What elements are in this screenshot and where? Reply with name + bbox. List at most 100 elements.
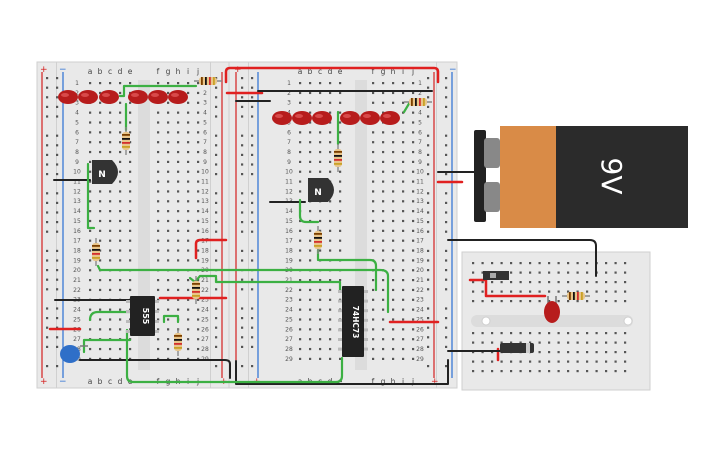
led[interactable] — [78, 90, 98, 104]
led[interactable] — [360, 111, 380, 125]
row-label: 7 — [75, 139, 79, 146]
transistor-2[interactable]: N — [308, 178, 334, 202]
row-label: 26 — [201, 326, 209, 333]
row-label: 16 — [73, 228, 81, 235]
capacitor[interactable] — [60, 345, 88, 363]
wire-green-bottom[interactable] — [125, 328, 344, 384]
col-label-top: a — [88, 67, 93, 76]
row-label: 14 — [416, 208, 424, 215]
row-label: 10 — [416, 169, 424, 176]
led[interactable] — [99, 90, 119, 104]
led[interactable] — [168, 90, 188, 104]
ic-555[interactable]: 555 — [126, 296, 159, 336]
resistor[interactable] — [92, 238, 100, 266]
led-small-board[interactable] — [544, 296, 560, 323]
led[interactable] — [380, 111, 400, 125]
row-label: 26 — [416, 326, 424, 333]
col-label-bottom: j — [411, 377, 414, 386]
resistor[interactable] — [314, 226, 322, 254]
col-label-top: g — [166, 67, 171, 76]
led[interactable] — [128, 90, 148, 104]
row-label: 5 — [203, 119, 207, 126]
left-rail-minus-top: − — [59, 65, 67, 75]
wire-red-left-mid[interactable] — [194, 238, 228, 260]
row-label: 24 — [285, 307, 293, 314]
row-label: 20 — [416, 267, 424, 274]
led[interactable] — [58, 90, 78, 104]
ic-555-label: 555 — [141, 308, 150, 325]
resistor[interactable] — [404, 98, 432, 106]
slide-switch[interactable] — [483, 271, 509, 280]
row-label: 27 — [285, 336, 293, 343]
led[interactable] — [148, 90, 168, 104]
row-label: 8 — [203, 149, 207, 156]
col-label-top: d — [118, 67, 123, 76]
battery-9v[interactable]: 9V — [474, 126, 688, 228]
row-label: 3 — [203, 100, 207, 107]
row-label: 24 — [73, 307, 81, 314]
wire-green-t2[interactable] — [316, 248, 378, 292]
wire-red-small[interactable] — [468, 278, 547, 298]
wire-red-top[interactable] — [224, 66, 440, 84]
row-label: 11 — [285, 179, 293, 186]
wire-green-led-left[interactable] — [118, 84, 198, 98]
led[interactable] — [272, 111, 292, 125]
transistor-1[interactable]: N — [92, 160, 118, 184]
wire-green-555-a[interactable] — [88, 310, 132, 322]
col-label-top: b — [308, 67, 313, 76]
led[interactable] — [292, 111, 312, 125]
row-label: 9 — [418, 159, 422, 166]
row-label: 15 — [416, 218, 424, 225]
ic-74hc73-label: 74HC73 — [351, 306, 360, 339]
resistor[interactable] — [562, 292, 590, 300]
row-label: 29 — [285, 356, 293, 363]
row-label: 2 — [203, 90, 207, 97]
row-label: 12 — [285, 188, 293, 195]
wire-green-555-b[interactable] — [82, 338, 132, 354]
wire-green-long[interactable] — [96, 264, 390, 314]
resistor[interactable] — [192, 276, 200, 304]
col-label-top: e — [338, 67, 343, 76]
col-label-top: f — [372, 67, 375, 76]
row-label: 10 — [285, 169, 293, 176]
row-label: 29 — [416, 356, 424, 363]
row-label: 17 — [73, 238, 81, 245]
wire-black-to-small[interactable] — [447, 239, 597, 277]
wire-black-bottom[interactable] — [235, 359, 449, 385]
row-label: 6 — [287, 129, 291, 136]
row-label: 27 — [416, 336, 424, 343]
row-label: 22 — [73, 287, 81, 294]
row-label: 22 — [201, 287, 209, 294]
wires — [48, 66, 597, 385]
resistor[interactable] — [122, 127, 130, 155]
row-label: 25 — [201, 316, 209, 323]
ic-74hc73[interactable]: 74HC73 — [338, 286, 368, 357]
led[interactable] — [340, 111, 360, 125]
row-label: 16 — [416, 228, 424, 235]
row-label: 28 — [416, 346, 424, 353]
wire-black-cap[interactable] — [79, 359, 231, 379]
wire-green-555-c[interactable] — [162, 314, 180, 324]
resistor[interactable] — [334, 144, 342, 172]
col-label-top: j — [411, 67, 414, 76]
diode[interactable] — [500, 343, 534, 353]
row-label: 19 — [201, 257, 209, 264]
row-label: 16 — [285, 228, 293, 235]
row-label: 24 — [201, 307, 209, 314]
col-label-bottom: i — [402, 377, 404, 386]
row-label: 8 — [75, 149, 79, 156]
row-label: 19 — [416, 257, 424, 264]
wire-green-t2-base[interactable] — [298, 198, 320, 224]
transistor-2-label: N — [314, 188, 322, 198]
resistor[interactable] — [174, 328, 182, 356]
resistor[interactable] — [194, 77, 222, 85]
col-label-bottom: f — [372, 377, 375, 386]
wire-green-t1-base[interactable] — [86, 162, 96, 230]
row-label: 14 — [73, 208, 81, 215]
row-label: 4 — [203, 110, 207, 117]
row-label: 25 — [285, 316, 293, 323]
led[interactable] — [312, 111, 332, 125]
row-label: 18 — [416, 247, 424, 254]
row-label: 1 — [418, 80, 422, 87]
row-label: 5 — [418, 119, 422, 126]
